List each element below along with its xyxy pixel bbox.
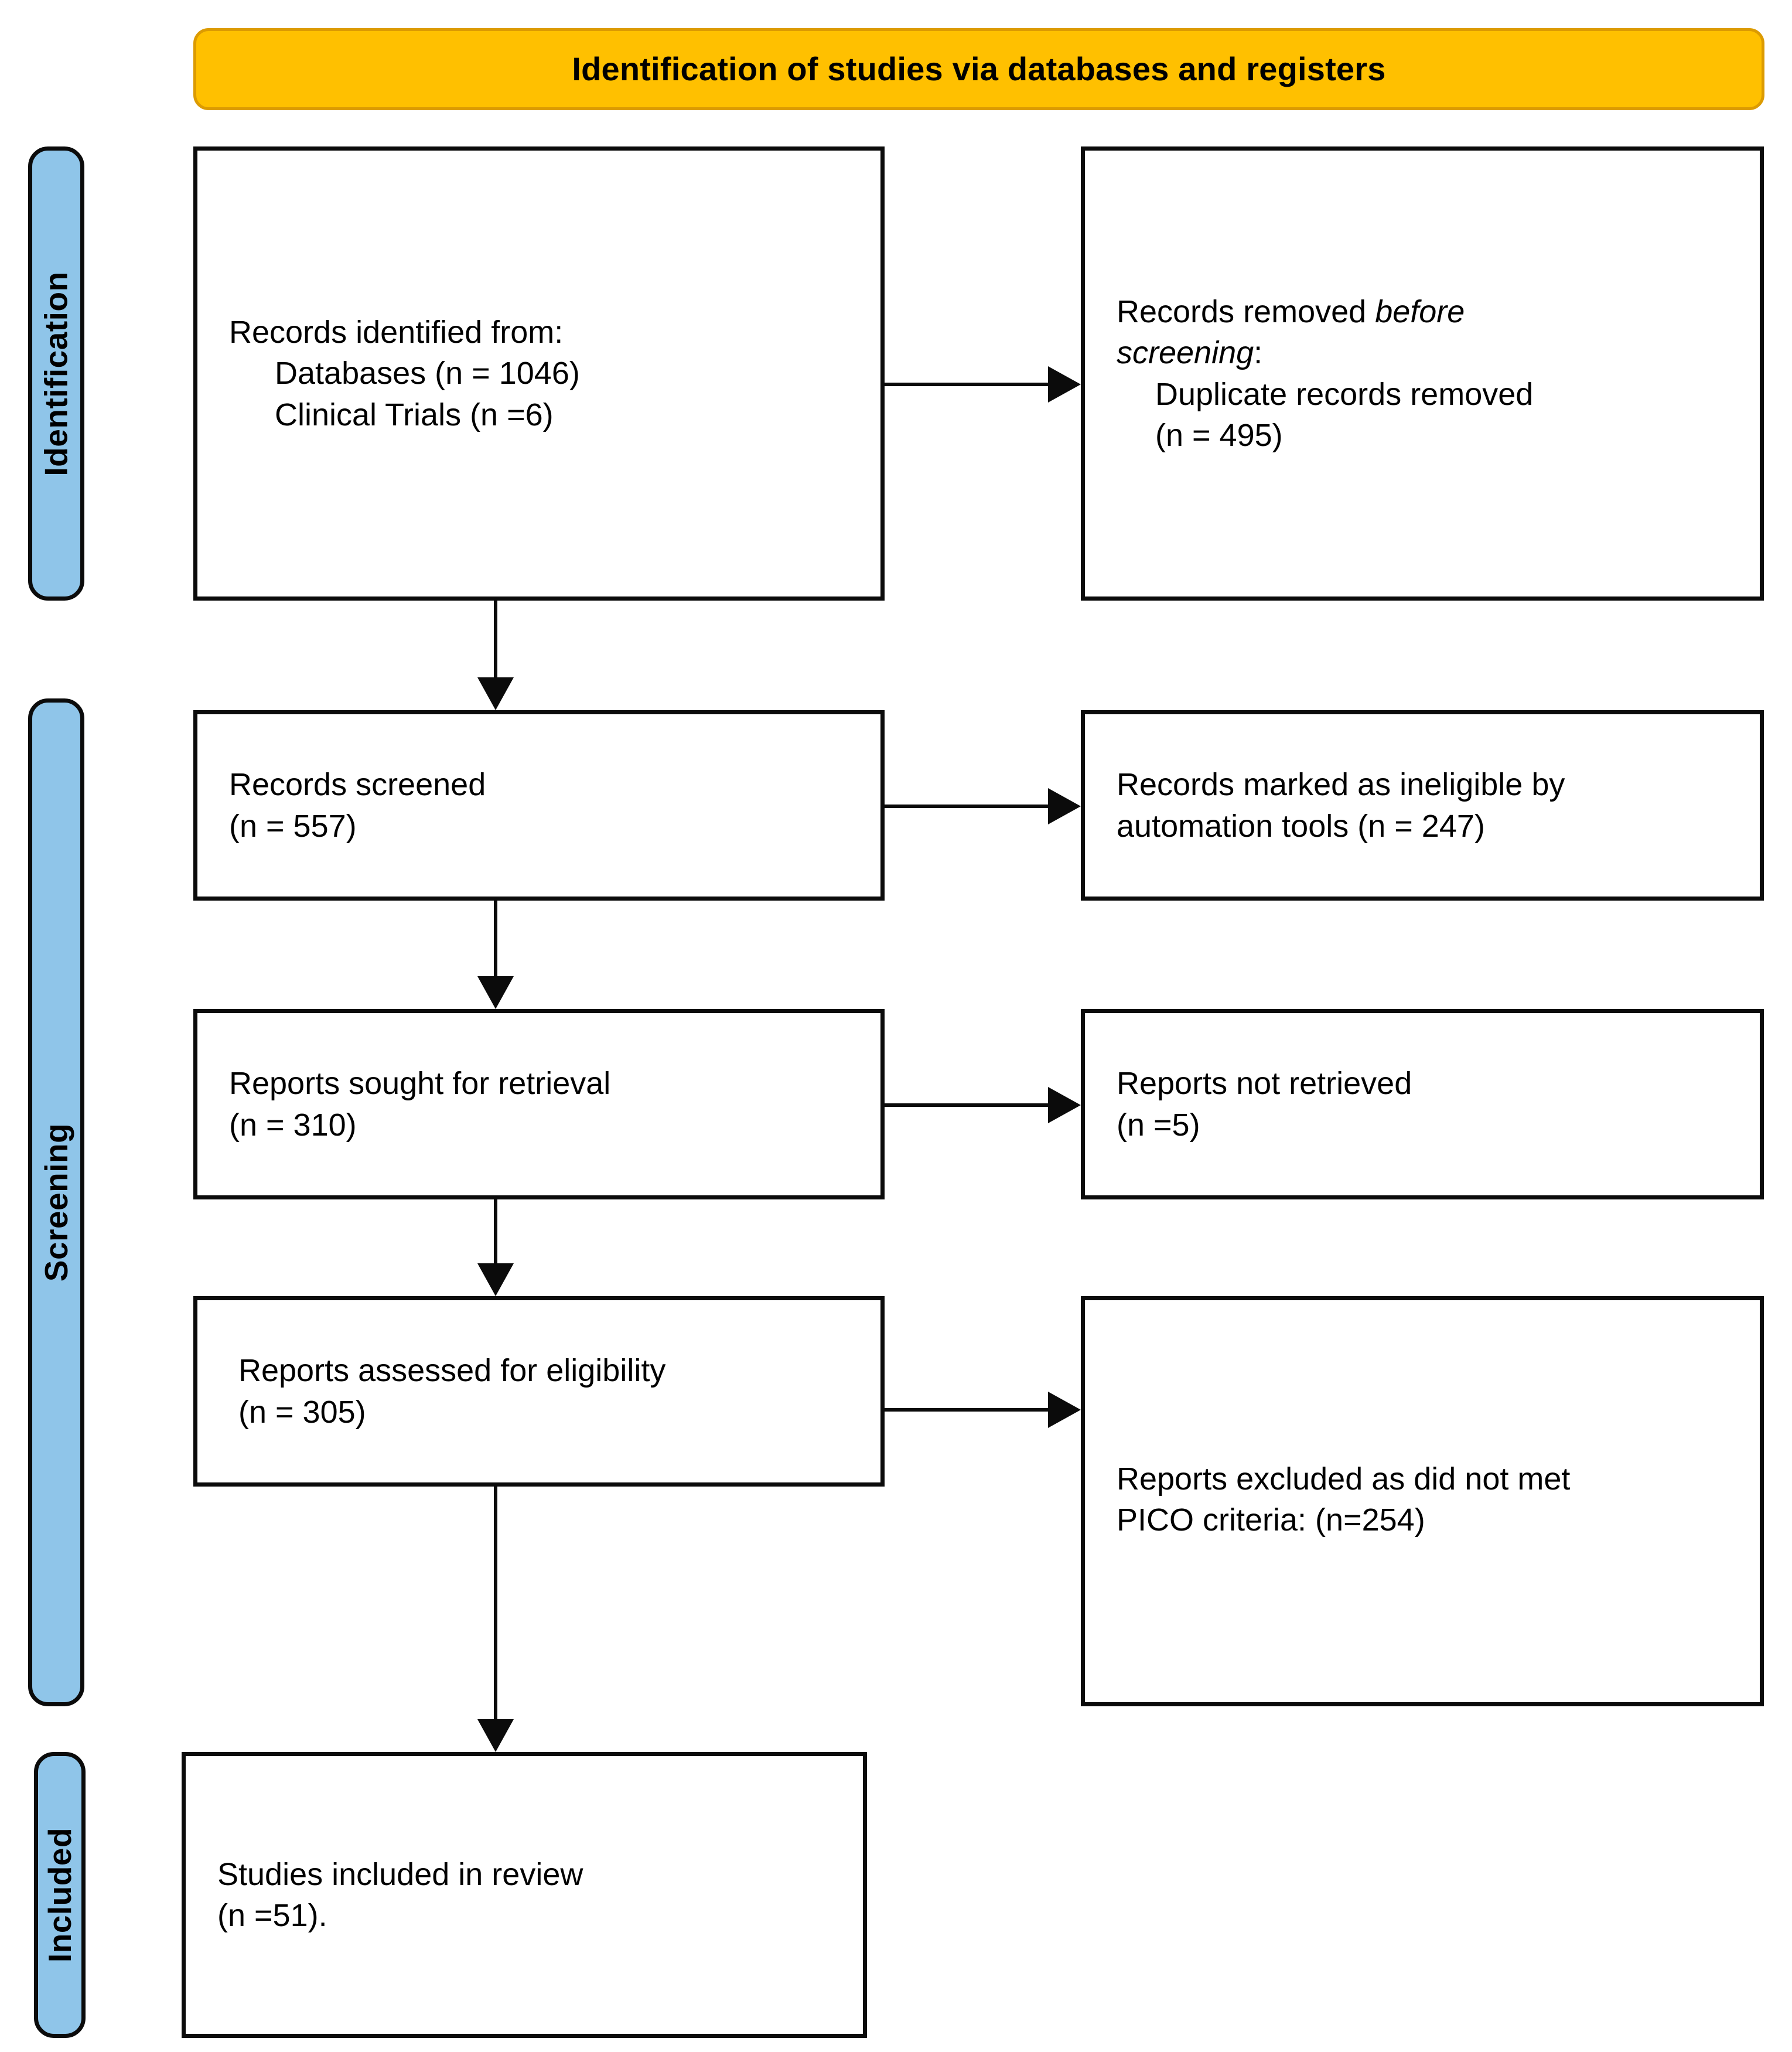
box-reports-excluded: Reports excluded as did not met PICO cri… [1081,1296,1764,1706]
reports-assessed-line-2: (n = 305) [238,1394,366,1430]
box-records-removed-before-screening: Records removed before screening: Duplic… [1081,146,1764,601]
records-removed-colon: : [1254,335,1263,371]
arrow-head-down-icon [477,1719,514,1752]
box-reports-not-retrieved: Reports not retrieved (n =5) [1081,1009,1764,1199]
box-records-marked-ineligible: Records marked as ineligible by automati… [1081,710,1764,901]
box-studies-included-in-review: Studies included in review (n =51). [182,1752,867,2038]
arrow-head-right-icon [1048,1087,1081,1123]
arrow-head-down-icon [477,976,514,1009]
records-removed-screening-italic: screening [1117,335,1254,371]
stage-included-text: Included [42,1827,78,1963]
records-ineligible-line-1: Records marked as ineligible by [1117,767,1565,803]
stage-screening-text: Screening [38,1123,74,1282]
stage-identification-text: Identification [38,271,75,476]
diagram-title: Identification of studies via databases … [572,50,1386,88]
records-identified-line-2: Databases (n = 1046) [197,353,880,394]
records-screened-line-1: Records screened [229,767,486,803]
arrow-shaft [494,1487,497,1719]
arrow-identified-to-removed [885,366,1081,403]
records-identified-clinical-trials: Clinical Trials (n =6) [275,397,554,432]
stage-label-screening: Screening [28,698,84,1706]
records-removed-line-3: Duplicate records removed [1085,374,1760,415]
arrow-identified-to-screened [460,601,531,710]
reports-excluded-line-2: PICO criteria: (n=254) [1117,1502,1425,1538]
records-removed-line-4: (n = 495) [1085,415,1760,456]
arrow-head-right-icon [1048,366,1081,403]
box-reports-assessed-for-eligibility: Reports assessed for eligibility (n = 30… [193,1296,885,1487]
box-records-screened: Records screened (n = 557) [193,710,885,901]
diagram-header-banner: Identification of studies via databases … [193,28,1764,110]
arrow-shaft [494,1199,497,1276]
stage-label-included: Included [34,1752,86,2038]
reports-excluded-line-1: Reports excluded as did not met [1117,1461,1571,1497]
records-identified-databases: Databases (n = 1046) [275,356,580,391]
box-reports-sought-for-retrieval: Reports sought for retrieval (n = 310) [193,1009,885,1199]
reports-not-retrieved-line-1: Reports not retrieved [1117,1066,1412,1102]
arrow-screened-to-sought [460,901,531,1009]
arrow-assessed-to-included [460,1487,531,1752]
reports-sought-line-1: Reports sought for retrieval [229,1066,611,1102]
arrow-screened-to-ineligible [885,788,1081,824]
arrow-sought-to-assessed [460,1199,531,1296]
reports-assessed-line-1: Reports assessed for eligibility [238,1353,666,1389]
records-identified-line-1: Records identified from: [229,315,564,350]
arrow-head-right-icon [1048,788,1081,824]
arrow-shaft [494,601,497,677]
records-removed-line-1: Records removed before [1085,291,1760,332]
arrow-sought-to-not-retrieved [885,1087,1081,1123]
records-identified-line-3: Clinical Trials (n =6) [197,394,880,435]
records-removed-before-italic: before [1375,294,1465,330]
arrow-head-down-icon [477,677,514,710]
reports-not-retrieved-line-2: (n =5) [1117,1107,1200,1143]
box-records-identified: Records identified from: Databases (n = … [193,146,885,601]
records-ineligible-line-2: automation tools (n = 247) [1117,808,1485,844]
arrow-shaft [885,805,1052,808]
studies-included-line-1: Studies included in review [217,1856,583,1892]
arrow-head-right-icon [1048,1392,1081,1428]
studies-included-line-2: (n =51). [217,1898,327,1933]
reports-sought-line-2: (n = 310) [229,1107,357,1143]
arrow-head-down-icon [477,1263,514,1296]
records-removed-prefix: Records removed [1117,294,1375,330]
arrow-assessed-to-excluded [885,1392,1081,1428]
records-screened-line-2: (n = 557) [229,808,357,844]
duplicate-records-removed-label: Duplicate records removed [1155,376,1534,412]
stage-label-identification: Identification [28,146,84,601]
duplicate-records-removed-count: (n = 495) [1155,417,1283,453]
records-removed-line-2: screening: [1085,332,1760,373]
arrow-shaft [494,901,497,977]
arrow-shaft [885,1103,1052,1107]
arrow-shaft [885,1408,1052,1412]
arrow-shaft [885,383,1052,386]
